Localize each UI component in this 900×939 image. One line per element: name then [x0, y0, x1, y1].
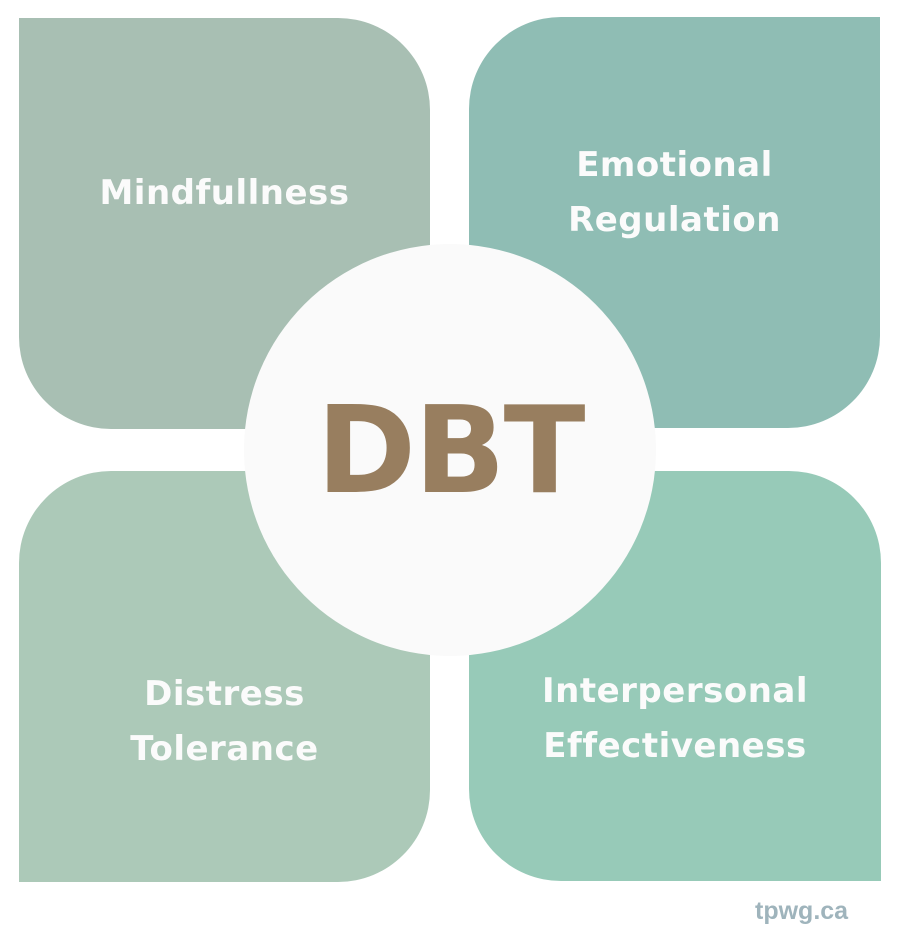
quadrant-label-line: Interpersonal — [542, 671, 808, 711]
quadrant-label-mindfulness: Mindfullness — [19, 166, 430, 221]
quadrant-label-line: Distress — [144, 674, 305, 714]
quadrant-label-distress-tolerance: Distress Tolerance — [19, 667, 430, 777]
quadrant-label-line: Emotional — [576, 145, 773, 185]
quadrant-label-line: Regulation — [568, 200, 781, 240]
center-hub-circle: DBT — [244, 244, 656, 656]
quadrant-distress-tolerance: Distress Tolerance — [19, 471, 430, 882]
watermark: tpwg.ca — [755, 897, 849, 925]
quadrant-label-emotional-regulation: Emotional Regulation — [469, 138, 880, 248]
center-title: DBT — [316, 382, 586, 521]
quadrant-label-line: Tolerance — [130, 729, 319, 769]
quadrant-label-interpersonal-effectiveness: Interpersonal Effectiveness — [469, 664, 881, 774]
quadrant-emotional-regulation: Emotional Regulation — [469, 17, 880, 428]
quadrant-label-line: Mindfullness — [99, 173, 350, 213]
quadrant-label-line: Effectiveness — [543, 726, 807, 766]
quadrant-mindfulness: Mindfullness — [19, 18, 430, 429]
